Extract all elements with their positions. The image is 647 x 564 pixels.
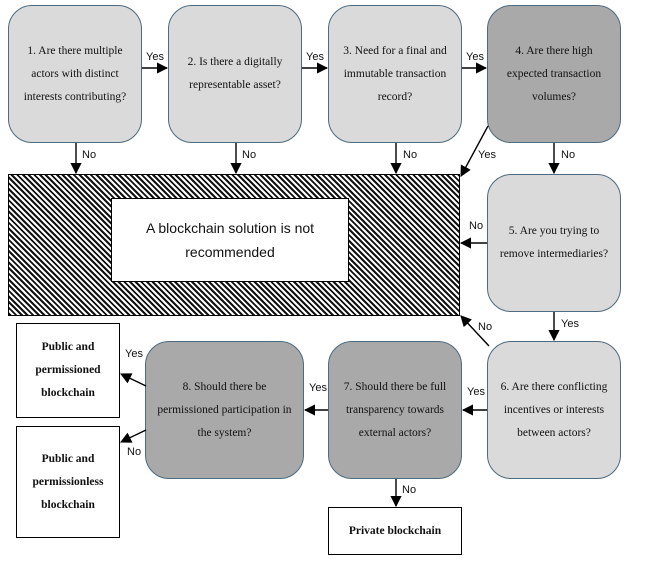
- node-q6-conflicting-incentives: 6. Are there conflicting incentives or i…: [487, 341, 621, 479]
- outcome-private: Private blockchain: [328, 507, 462, 555]
- label-q3-no: No: [403, 149, 418, 161]
- outcome-not-recommended: A blockchain solution is not recommended: [111, 198, 349, 282]
- label-q4-yes: Yes: [478, 149, 496, 161]
- outcome-public-permissionless: Public and permissionless blockchain: [16, 426, 120, 538]
- label-q2-no: No: [242, 149, 257, 161]
- label-q8-yes: Yes: [125, 348, 143, 360]
- label-q8-no: No: [127, 446, 142, 458]
- arrow-q6-no: [460, 315, 490, 347]
- arrow-q4-yes: [460, 125, 489, 177]
- label-q7-yes: Yes: [309, 382, 327, 394]
- node-q8-permissioned-participation: 8. Should there be permissioned particip…: [145, 341, 304, 479]
- node-q7-full-transparency: 7. Should there be full transparency tow…: [328, 341, 462, 479]
- node-q5-remove-intermediaries: 5. Are you trying to remove intermediari…: [487, 174, 621, 312]
- node-q1-multiple-actors: 1. Are there multiple actors with distin…: [8, 5, 142, 143]
- label-q7-no: No: [402, 484, 417, 496]
- label-q1-no: No: [82, 149, 97, 161]
- outcome-public-permissioned: Public and permissioned blockchain: [16, 323, 120, 418]
- label-q2-yes: Yes: [306, 51, 324, 63]
- label-q4-no: No: [561, 149, 576, 161]
- label-q6-yes: Yes: [467, 386, 485, 398]
- node-q2-digital-asset: 2. Is there a digitally representable as…: [168, 5, 302, 143]
- label-q5-no: No: [469, 220, 484, 232]
- label-q3-yes: Yes: [466, 51, 484, 63]
- arrow-q8-yes: [119, 373, 147, 387]
- label-q1-yes: Yes: [146, 51, 164, 63]
- arrow-q8-no: [119, 429, 147, 443]
- label-q5-yes: Yes: [561, 318, 579, 330]
- node-q4-transaction-volumes: 4. Are there high expected transaction v…: [487, 5, 621, 143]
- label-q6-no: No: [478, 321, 493, 333]
- node-q3-immutable-record: 3. Need for a final and immutable transa…: [328, 5, 462, 143]
